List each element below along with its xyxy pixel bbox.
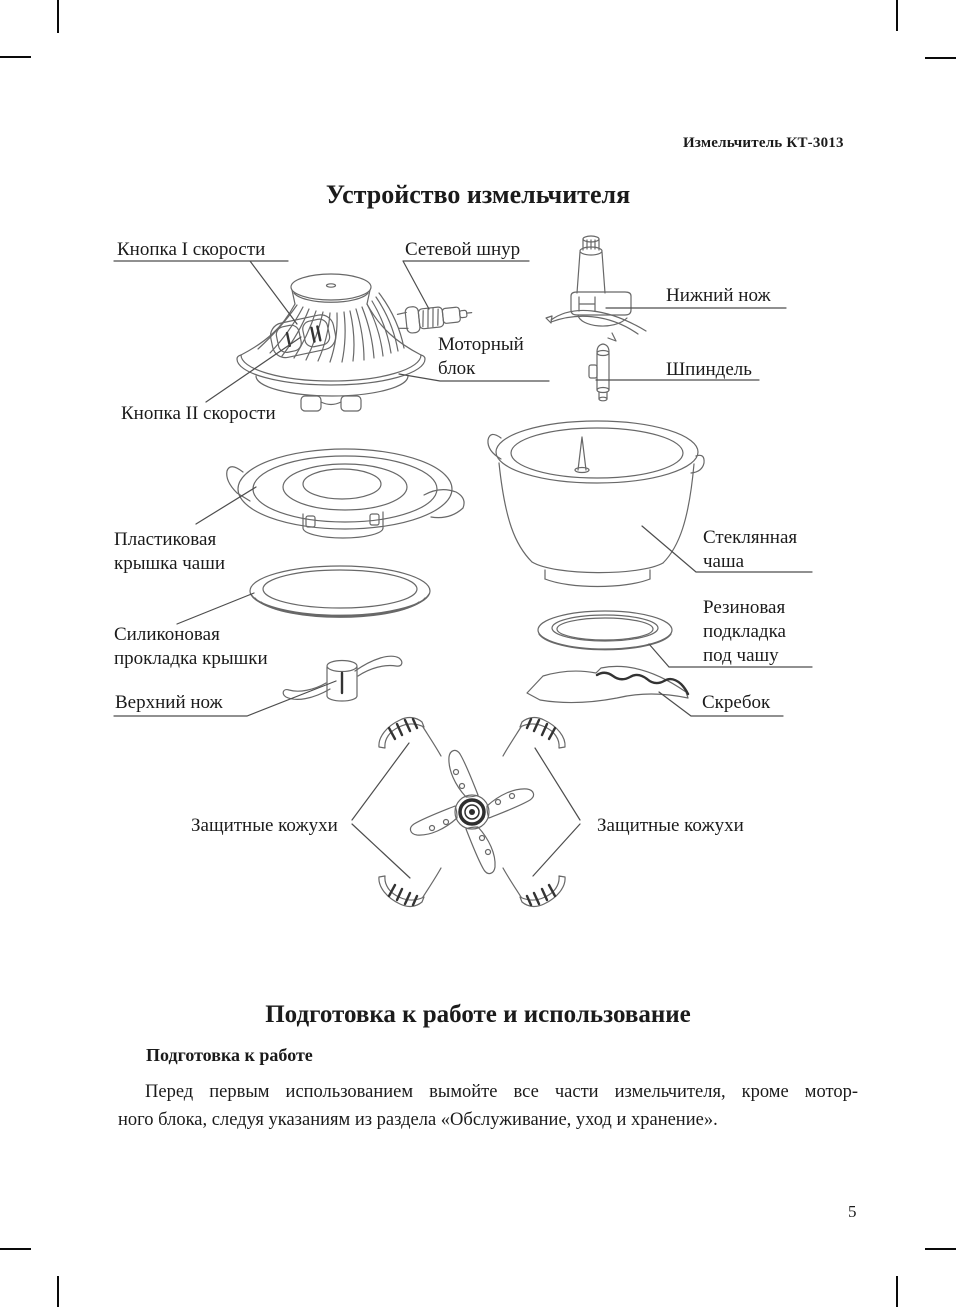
label-spindle: Шпиндель xyxy=(666,359,752,380)
paragraph-line-1: Перед первым использованием вымойте все … xyxy=(145,1082,858,1102)
lower-knife-drawing xyxy=(545,235,647,342)
label-upper-knife: Верхний нож xyxy=(115,692,223,713)
protective-cover-drawing xyxy=(378,716,442,757)
scraper-drawing xyxy=(526,665,690,704)
rubber-pad-drawing xyxy=(537,610,673,651)
subsection-title: Подготовка к работе xyxy=(146,1045,313,1065)
label-protective-covers-left: Защитные кожухи xyxy=(191,815,338,836)
crop-mark-top-left-h xyxy=(0,56,31,58)
paragraph-line-2: ного блока, следуя указаниям из раздела … xyxy=(118,1110,718,1130)
label-power-cord: Сетевой шнур xyxy=(405,239,521,260)
label-lower-knife: Нижний нож xyxy=(666,285,771,306)
silicone-gasket-drawing xyxy=(249,565,431,618)
label-rubber-pad: Резиновая подкладка под чашу xyxy=(703,597,786,666)
crop-mark-bottom-left-v xyxy=(57,1276,59,1307)
page-header: Измельчитель КТ-3013 xyxy=(683,135,844,151)
protective-cover-drawing xyxy=(502,716,566,757)
crop-mark-top-right-v xyxy=(896,0,898,31)
leader-lines xyxy=(113,260,813,879)
plastic-lid-drawing xyxy=(226,448,465,539)
crop-mark-top-right-h xyxy=(925,57,956,59)
section-title: Подготовка к работе и использование xyxy=(265,1001,691,1028)
label-speed2-button: Кнопка II скорости xyxy=(121,403,276,424)
diagram-title: Устройство измельчителя xyxy=(325,180,631,209)
power-cord-drawing xyxy=(396,306,473,334)
crop-mark-bottom-right-h xyxy=(925,1248,956,1250)
label-protective-covers-right: Защитные кожухи xyxy=(597,815,744,836)
label-speed1-button: Кнопка I скорости xyxy=(117,239,266,260)
blade-assembly-drawing xyxy=(377,716,567,908)
upper-knife-drawing xyxy=(282,655,403,702)
label-silicone-gasket: Силиконовая прокладка крышки xyxy=(114,624,268,669)
crop-mark-top-left-v xyxy=(57,0,59,33)
crop-mark-bottom-right-v xyxy=(896,1276,898,1307)
label-glass-bowl: Стеклянная чаша xyxy=(703,527,798,572)
spindle-drawing xyxy=(588,343,610,402)
glass-bowl-drawing xyxy=(487,420,705,588)
label-motor-block: Моторный блок xyxy=(438,334,524,379)
label-scraper: Скребок xyxy=(702,692,771,713)
page-number: 5 xyxy=(848,1202,857,1221)
body-paragraph: Перед первым использованием вымойте все … xyxy=(118,1078,858,1134)
crop-mark-bottom-left-h xyxy=(0,1248,31,1250)
label-plastic-lid: Пластиковая крышка чаши xyxy=(114,529,226,574)
motor-block-drawing xyxy=(236,273,473,412)
speed-buttons-drawing xyxy=(269,314,337,359)
